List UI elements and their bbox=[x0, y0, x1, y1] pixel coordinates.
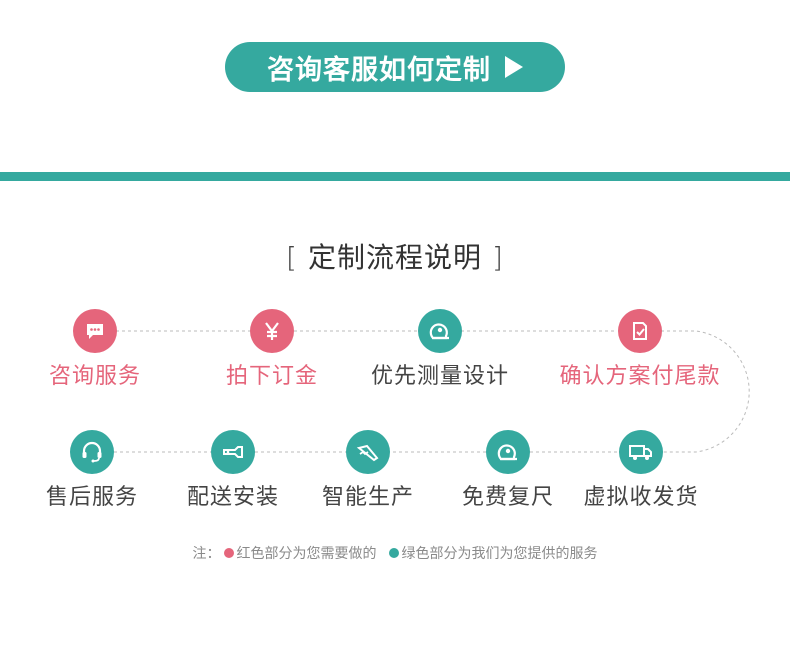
step-measure-design: 优先测量设计 bbox=[365, 309, 515, 390]
step-virtual-shipping: 虚拟收发货 bbox=[579, 430, 703, 511]
step-label: 咨询服务 bbox=[48, 364, 141, 389]
tape-measure-icon bbox=[418, 309, 462, 353]
step-label: 虚拟收发货 bbox=[583, 485, 699, 510]
bracket-open: [ bbox=[286, 241, 298, 274]
saw-icon bbox=[346, 430, 390, 474]
wrench-icon bbox=[211, 430, 255, 474]
consult-customer-service-button[interactable]: 咨询客服如何定制 bbox=[225, 42, 565, 92]
step-delivery-install: 配送安装 bbox=[181, 430, 285, 511]
teal-dot-icon bbox=[388, 548, 399, 558]
step-confirm-pay-balance: 确认方案付尾款 bbox=[554, 309, 726, 390]
step-label: 售后服务 bbox=[45, 485, 138, 510]
step-after-sales: 售后服务 bbox=[40, 430, 144, 511]
play-icon bbox=[505, 56, 523, 78]
red-dot-icon bbox=[223, 548, 234, 558]
checklist-icon bbox=[618, 309, 662, 353]
truck-icon bbox=[619, 430, 663, 474]
step-label: 拍下订金 bbox=[225, 364, 318, 389]
step-label: 配送安装 bbox=[186, 485, 279, 510]
title-text: 定制流程说明 bbox=[307, 241, 482, 274]
chat-bubble-icon bbox=[73, 309, 117, 353]
note-red-text: 红色部分为您需要做的 bbox=[236, 546, 377, 562]
bracket-close: ] bbox=[492, 241, 504, 274]
tape-measure-icon bbox=[486, 430, 530, 474]
step-label: 智能生产 bbox=[321, 485, 414, 510]
step-label: 优先测量设计 bbox=[370, 364, 509, 389]
section-title: [ 定制流程说明] bbox=[0, 236, 790, 276]
note-teal-text: 绿色部分为我们为您提供的服务 bbox=[401, 546, 598, 562]
note-prefix: 注： bbox=[192, 546, 221, 562]
step-label: 免费复尺 bbox=[461, 485, 554, 510]
step-pay-deposit: 拍下订金 bbox=[222, 309, 322, 390]
step-smart-production: 智能生产 bbox=[316, 430, 420, 511]
legend-note: 注： 红色部分为您需要做的 绿色部分为我们为您提供的服务 bbox=[0, 543, 790, 563]
step-free-remeasure: 免费复尺 bbox=[454, 430, 562, 511]
section-divider-bar bbox=[0, 172, 790, 181]
step-label: 确认方案付尾款 bbox=[559, 364, 721, 389]
step-consult-service: 咨询服务 bbox=[40, 309, 150, 390]
headset-icon bbox=[70, 430, 114, 474]
cta-label: 咨询客服如何定制 bbox=[267, 54, 491, 86]
yen-icon bbox=[250, 309, 294, 353]
